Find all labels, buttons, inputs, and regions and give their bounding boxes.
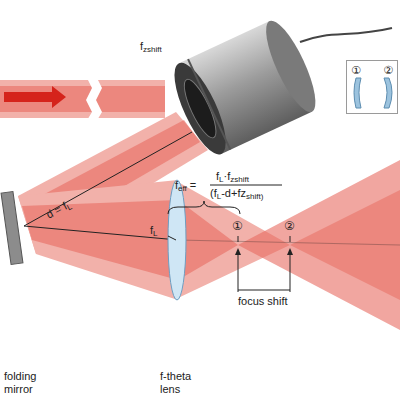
focus-leader-1 <box>238 252 239 292</box>
formula-brace <box>168 201 240 214</box>
optical-axis <box>24 132 192 240</box>
shifter-front <box>164 57 235 161</box>
input-beam-core <box>0 86 165 112</box>
callout-number: ② <box>383 64 393 77</box>
focused-beam-inner <box>178 160 400 330</box>
focus-shifter <box>164 15 324 161</box>
arrowhead <box>287 248 293 255</box>
lens-label: f-theta lens <box>160 370 208 395</box>
focus-leader-2 <box>290 252 291 292</box>
shifter-back <box>257 15 325 117</box>
shifter-flange <box>188 59 230 150</box>
focus-marker-2 <box>290 236 291 242</box>
focal-leader <box>168 236 176 240</box>
focus-marker-1 <box>238 236 239 242</box>
beam-break <box>86 76 102 122</box>
beam-direction-arrow <box>4 86 66 108</box>
formula-numerator: fL·fzshift <box>216 170 249 183</box>
cable <box>300 28 392 42</box>
inset-lens-1 <box>354 78 361 108</box>
lens-axis <box>178 240 400 245</box>
inset-lens-2 <box>384 78 392 108</box>
input-beam <box>0 80 165 118</box>
formula-denominator: (fL-d+fzshift) <box>210 187 263 200</box>
folding-mirror <box>1 192 23 265</box>
inset-box: ①② <box>346 60 398 114</box>
arrowhead <box>235 248 241 255</box>
beam-to-lens <box>18 180 178 300</box>
focus-shift-bar <box>238 290 290 291</box>
focal-length-label: fzshift <box>140 40 162 53</box>
fraction-bar <box>210 185 282 186</box>
formula-lhs: feff = <box>175 179 196 192</box>
callout-number: ② <box>284 220 295 234</box>
callout-number: ① <box>351 64 361 77</box>
lens-focal-label: fL <box>150 224 158 237</box>
mirror-label: folding mirror <box>4 370 52 395</box>
callout-number: ① <box>232 220 243 234</box>
focus-shift-label: focus shift <box>238 295 288 308</box>
f-theta-lens <box>168 180 186 300</box>
